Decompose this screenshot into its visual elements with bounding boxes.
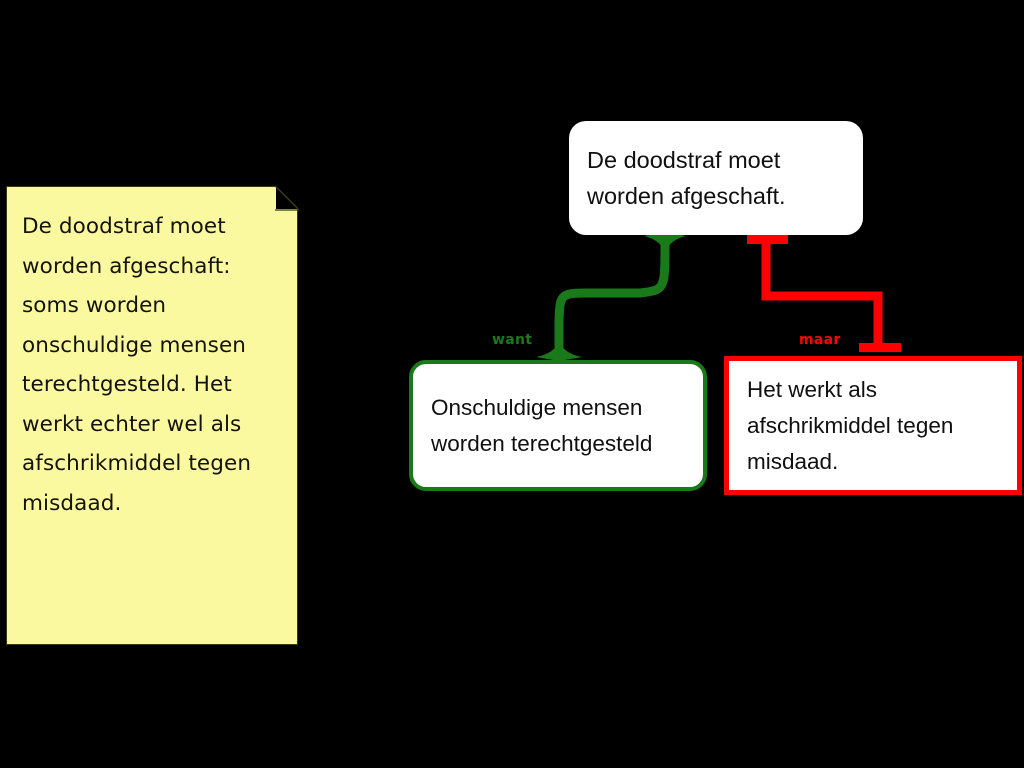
edge-foot-flare-icon <box>536 340 582 361</box>
blunt-bar-bottom-icon <box>859 343 901 352</box>
summary-sticky-note[interactable] <box>6 186 298 645</box>
blunt-bar-top-icon <box>747 235 788 244</box>
edge-label-maar: maar <box>799 332 841 348</box>
edge-label-want: want <box>492 332 533 348</box>
node-reason-support[interactable]: Onschuldige mensen worden terechtgesteld <box>409 360 707 491</box>
node-reason-support-text: Onschuldige mensen worden terechtgesteld <box>431 394 653 456</box>
edge-support-green[interactable] <box>536 232 686 361</box>
sticky-note-text: De doodstraf moet worden afgeschaft: som… <box>22 214 258 516</box>
arrowhead-up-icon <box>644 232 686 255</box>
node-claim-root-text: De doodstraf moet worden afgeschaft. <box>587 147 787 209</box>
node-objection[interactable]: Het werkt als afschrikmiddel tegen misda… <box>724 356 1022 495</box>
node-objection-text: Het werkt als afschrikmiddel tegen misda… <box>747 376 960 474</box>
node-claim-root[interactable]: De doodstraf moet worden afgeschaft. <box>569 121 863 235</box>
sticky-note-folded-corner-icon <box>276 186 299 209</box>
